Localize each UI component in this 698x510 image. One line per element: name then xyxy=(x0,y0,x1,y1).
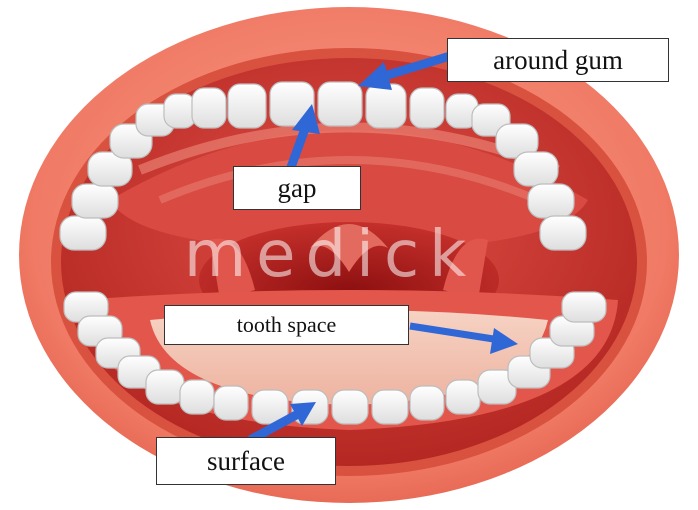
lower-tooth xyxy=(410,386,444,420)
lower-tooth xyxy=(180,380,214,414)
upper-tooth xyxy=(72,184,118,218)
upper-tooth xyxy=(60,216,106,250)
upper-tooth xyxy=(540,216,586,250)
lower-tooth xyxy=(562,292,606,322)
lower-tooth xyxy=(146,370,184,404)
label-around-gum: around gum xyxy=(447,38,669,82)
upper-tooth xyxy=(192,88,226,128)
label-surface: surface xyxy=(156,437,336,485)
lower-tooth xyxy=(214,386,248,420)
lower-tooth xyxy=(372,390,408,424)
upper-tooth xyxy=(228,84,266,128)
upper-tooth xyxy=(514,152,558,186)
label-tooth-space: tooth space xyxy=(164,305,409,345)
lower-tooth xyxy=(446,380,480,414)
upper-tooth xyxy=(528,184,574,218)
lower-tooth xyxy=(332,390,368,424)
upper-tooth xyxy=(164,94,196,128)
label-gap: gap xyxy=(233,166,361,210)
upper-tooth xyxy=(410,88,444,128)
upper-tooth xyxy=(318,82,362,126)
upper-tooth xyxy=(366,84,406,128)
